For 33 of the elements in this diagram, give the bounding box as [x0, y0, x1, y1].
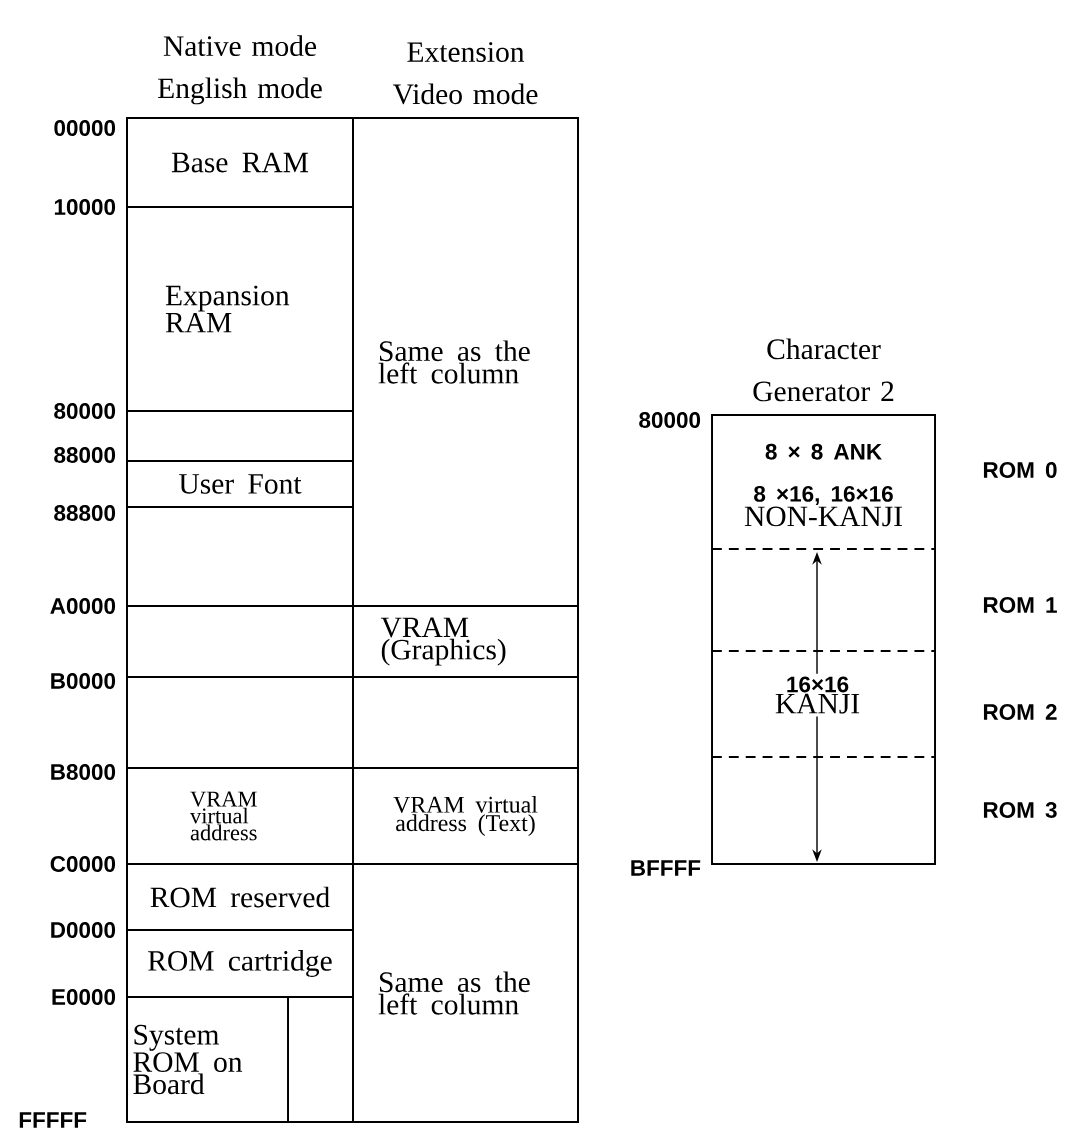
address-label: C0000	[50, 856, 116, 872]
node-label: Extension Video mode	[392, 42, 538, 105]
rom-label: ROM 1	[983, 597, 1057, 613]
rom-label: ROM 0	[983, 462, 1057, 478]
node-label: Native mode English mode	[158, 35, 322, 105]
rom-label: ROM 3	[983, 802, 1057, 818]
address-label: 80000	[54, 403, 116, 419]
address-label: 88000	[54, 447, 116, 463]
memory-cell: User Font	[126, 460, 354, 508]
memory-cell: ROM reserved	[126, 863, 354, 931]
address-label: B8000	[51, 764, 116, 780]
memory-cell: Base RAM	[126, 117, 354, 208]
address-label: 80000	[639, 412, 701, 428]
node-label: Character Generator 2	[753, 338, 894, 402]
region-text: 8 × 8 ANK 8 ×16, 16×16 NON-KANJI	[715, 440, 932, 530]
address-label: E0000	[52, 989, 116, 1005]
region-text: 16×16 KANJI	[764, 673, 871, 717]
memory-cell: Expansion RAM	[126, 206, 354, 412]
memory-cell: System ROM on Board	[126, 996, 289, 1123]
memory-cell: Same as the left column	[352, 863, 579, 1123]
address-label: A0000	[50, 598, 116, 614]
address-label: FFFFF	[19, 1112, 87, 1128]
address-label: 10000	[54, 199, 116, 215]
address-label: BFFFF	[631, 860, 701, 876]
memory-cell: VRAM (Graphics)	[352, 605, 579, 678]
memory-cell: ROM cartridge	[126, 929, 354, 998]
rom-label: ROM 2	[983, 704, 1057, 720]
memory-cell: VRAM virtual address	[126, 767, 354, 865]
address-label: D0000	[51, 922, 116, 938]
memory-cell: VRAM virtual address (Text)	[352, 767, 579, 865]
address-label: 88800	[54, 505, 116, 521]
address-label: B0000	[51, 673, 116, 689]
memory-cell: Same as the left column	[352, 117, 579, 607]
